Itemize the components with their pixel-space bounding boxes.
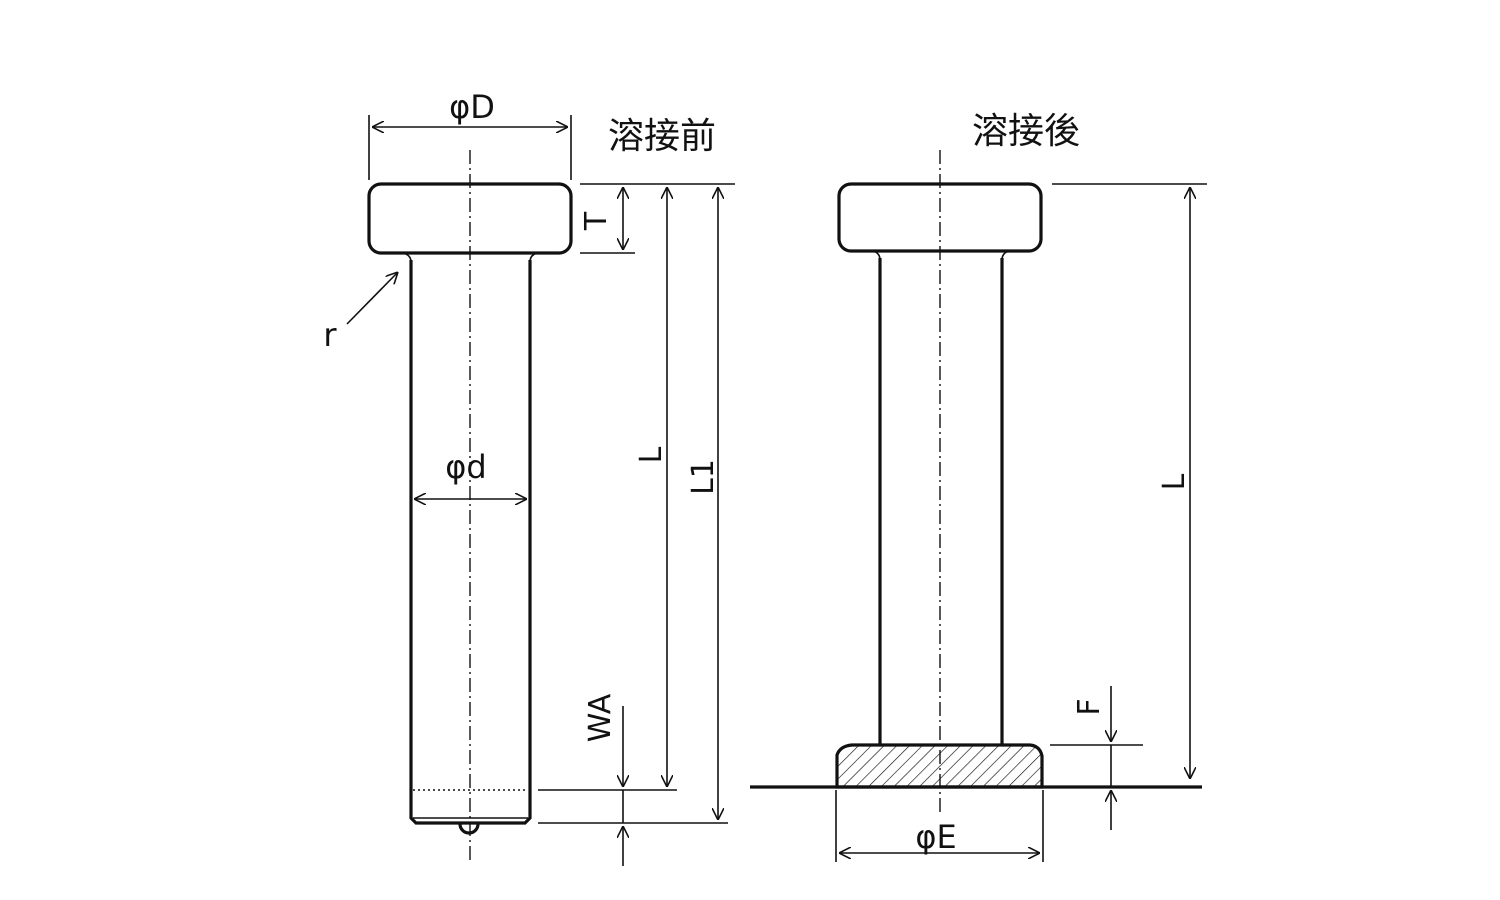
- arc-tip: [458, 823, 480, 835]
- stud-head-after: [837, 182, 1043, 253]
- label-L-before: L: [634, 446, 669, 463]
- label-T: T: [579, 211, 614, 231]
- fillet-right-after: [1001, 250, 1010, 261]
- label-r: r: [323, 316, 337, 354]
- stud-head-before: [367, 182, 573, 255]
- weld-collar-hatched: [835, 743, 1044, 789]
- label-phi-E: φE: [915, 818, 956, 856]
- leader-r: [346, 272, 398, 325]
- title-before-welding: 溶接前: [608, 116, 716, 157]
- stud-after-welding: 溶接後 φE L F: [750, 111, 1207, 862]
- label-L1: L1: [686, 459, 721, 495]
- fillet-left-after: [872, 250, 881, 261]
- label-F: F: [1072, 698, 1107, 715]
- label-L-after: L: [1157, 473, 1192, 490]
- label-phi-d: φd: [445, 448, 486, 486]
- fillet-right: [529, 252, 538, 263]
- title-after-welding: 溶接後: [972, 111, 1080, 152]
- label-WA: WA: [583, 693, 618, 742]
- label-phi-D: φD: [449, 88, 495, 126]
- stud-before-welding: 溶接前 φD φd r T L: [323, 88, 735, 866]
- stud-shank-before: [409, 260, 532, 825]
- fillet-left: [402, 252, 412, 263]
